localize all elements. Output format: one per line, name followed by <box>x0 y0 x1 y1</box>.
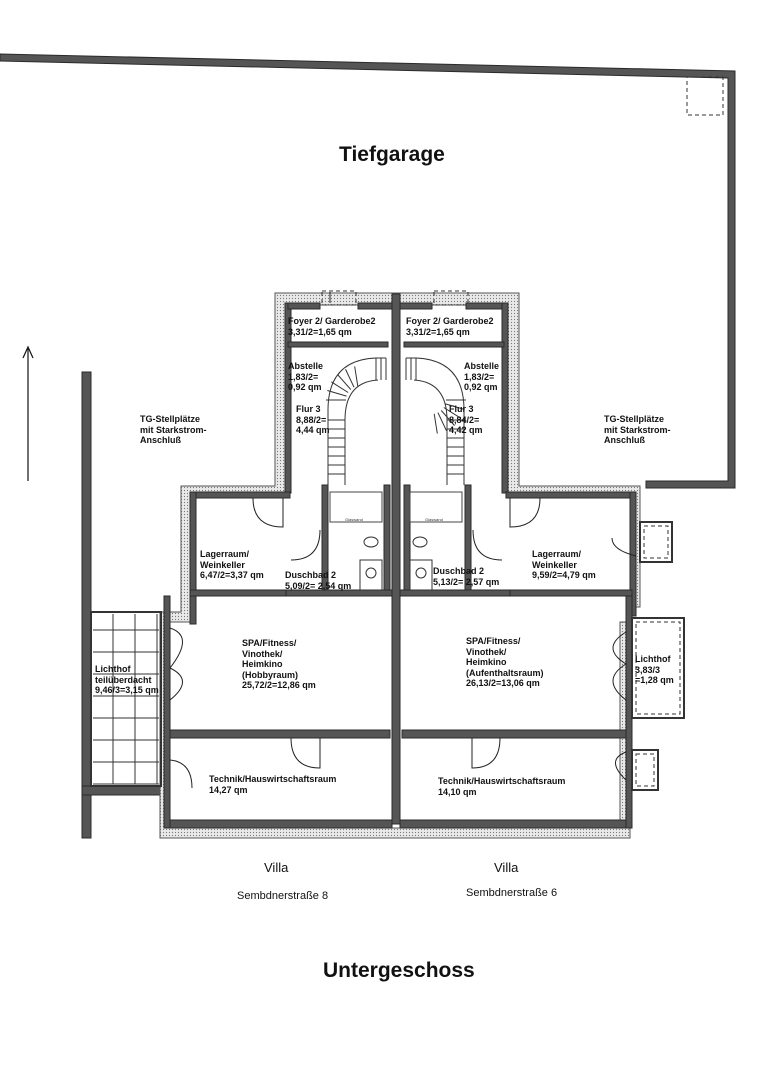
room-spa-left: SPA/Fitness/ Vinothek/ Heimkino (Hobbyra… <box>242 638 316 690</box>
stair-tread <box>433 413 438 434</box>
stairs-right <box>405 357 466 485</box>
room-foyer-right: Foyer 2/ Garderobe2 3,31/2=1,65 qm <box>406 316 494 337</box>
light-shafts <box>321 290 673 791</box>
stair-tread <box>445 403 465 410</box>
north-arrow <box>22 345 34 481</box>
lichthof-left <box>90 611 162 787</box>
room-dusch-left: Duschbad 2 5,09/2= 2,54 qm <box>285 570 352 591</box>
street-label-left: Sembdnerstraße 8 <box>237 890 329 902</box>
room-lichthof-right: Lichthof 3,83/3 =1,28 qm <box>635 654 674 685</box>
room-lager-right: Lagerraum/ Weinkeller 9,59/2=4,79 qm <box>532 549 596 580</box>
street-label-right: Sembdnerstraße 6 <box>466 887 558 899</box>
stair-tread <box>354 366 359 387</box>
room-abstelle-right: Abstelle 1,83/2= 0,92 qm <box>464 361 500 392</box>
stair-tread <box>337 374 352 390</box>
glaswand-label-right: Glaswand <box>425 517 443 522</box>
glaswand-label-left: Glaswand <box>345 517 363 522</box>
lichthof-right <box>631 617 685 719</box>
room-lager-left: Lagerraum/ Weinkeller 6,47/2=3,37 qm <box>200 549 264 580</box>
stair-tread <box>440 410 455 426</box>
bath-fixtures <box>329 491 463 591</box>
villa-label-left: Villa <box>264 860 289 875</box>
stair-tread <box>331 381 349 393</box>
room-foyer-left: Foyer 2/ Garderobe2 3,31/2=1,65 qm <box>288 316 376 337</box>
room-spa-right: SPA/Fitness/ Vinothek/ Heimkino (Aufenth… <box>466 636 544 688</box>
title-tiefgarage: Tiefgarage <box>339 143 445 166</box>
room-abstelle-left: Abstelle 1,83/2= 0,92 qm <box>288 361 324 392</box>
villa-label-right: Villa <box>494 860 519 875</box>
stair-tread <box>327 390 347 397</box>
room-flur-left: Flur 3 8,88/2= 4,44 qm <box>296 404 330 435</box>
parking-label-right: TG-Stellplätze mit Starkstrom- Anschluß <box>604 414 671 445</box>
stair-tread <box>437 412 447 431</box>
room-technik-left: Technik/Hauswirtschaftsraum 14,27 qm <box>209 774 337 795</box>
room-lichthof-left: Lichthof teilüberdacht 9,46/3=3,15 qm <box>95 664 159 695</box>
room-dusch-right: Duschbad 2 5,13/2= 2,57 qm <box>433 566 500 587</box>
doors <box>169 292 637 789</box>
stairs-left <box>326 357 387 485</box>
parking-label-left: TG-Stellplätze mit Starkstrom- Anschluß <box>140 414 207 445</box>
stair-tread <box>443 407 461 419</box>
room-flur-right: Flur 3 8,84/2= 4,42 qm <box>449 404 483 435</box>
stair-tread <box>345 369 355 388</box>
room-technik-right: Technik/Hauswirtschaftsraum 14,10 qm <box>438 776 566 797</box>
inner-walls <box>163 293 637 829</box>
title-untergeschoss: Untergeschoss <box>323 959 475 982</box>
